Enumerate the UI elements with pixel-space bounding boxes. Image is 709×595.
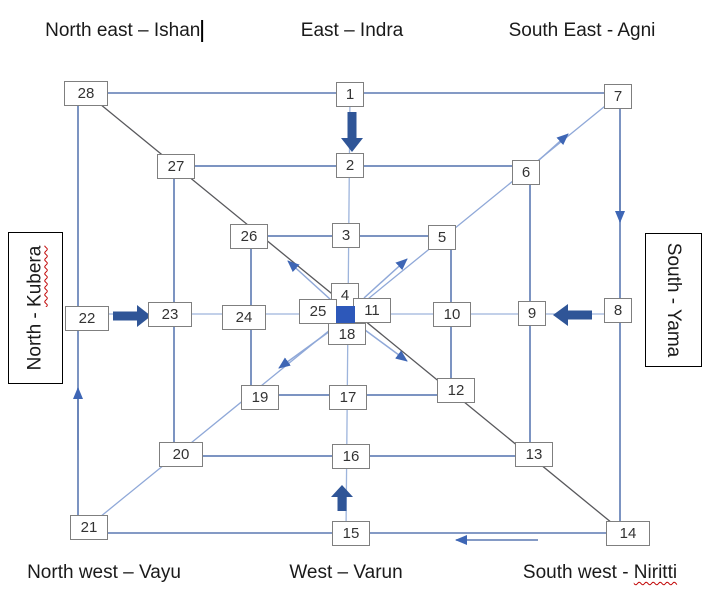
- label-north-east-text: North east – Ishan: [45, 20, 201, 42]
- cell-box-20[interactable]: 20: [159, 442, 203, 467]
- label-south-west-prefix: South west -: [522, 562, 634, 583]
- south-yama-box[interactable]: South - Yama: [645, 233, 702, 367]
- cell-box-25[interactable]: 25: [299, 299, 337, 324]
- cell-box-1[interactable]: 1: [336, 82, 364, 107]
- label-south-east[interactable]: South East - Agni: [509, 20, 656, 42]
- ne-diagonal-arrow-icon: [537, 133, 569, 162]
- cell-box-23[interactable]: 23: [148, 302, 192, 327]
- label-west-text: West – Varun: [289, 562, 403, 583]
- cell-box-12[interactable]: 12: [437, 378, 475, 403]
- radial-arrow-se-icon: [364, 329, 408, 362]
- cell-box-7[interactable]: 7: [604, 84, 632, 109]
- label-north-word: Kubera: [24, 245, 46, 307]
- cell-box-14[interactable]: 14: [606, 521, 650, 546]
- center-square[interactable]: [336, 306, 355, 323]
- label-north-west-text: North west – Vayu: [27, 562, 181, 583]
- cell-box-27[interactable]: 27: [157, 154, 195, 179]
- south-thick-left-arrow-icon[interactable]: [553, 304, 592, 326]
- cell-box-21[interactable]: 21: [70, 515, 108, 540]
- cell-box-26[interactable]: 26: [230, 224, 268, 249]
- label-west[interactable]: West – Varun: [289, 562, 402, 584]
- cell-box-16[interactable]: 16: [332, 444, 370, 469]
- cell-box-8[interactable]: 8: [604, 298, 632, 323]
- label-south-west[interactable]: South west - Niritti: [523, 562, 677, 584]
- cell-box-9[interactable]: 9: [518, 301, 546, 326]
- label-north: North - Kubera: [25, 246, 47, 371]
- label-north-prefix: North -: [24, 306, 46, 371]
- radial-arrow-sw-icon: [278, 330, 331, 369]
- thin-line-arrows: [73, 133, 625, 545]
- cell-box-11[interactable]: 11: [353, 298, 391, 323]
- cell-box-2[interactable]: 2: [336, 153, 364, 178]
- label-south-west-word: Niritti: [633, 562, 678, 583]
- label-north-east[interactable]: North east – Ishan: [45, 19, 203, 42]
- cell-box-10[interactable]: 10: [433, 302, 471, 327]
- east-thick-down-arrow-icon[interactable]: [341, 112, 363, 152]
- cell-box-15[interactable]: 15: [332, 521, 370, 546]
- cell-box-24[interactable]: 24: [222, 305, 266, 330]
- cell-box-22[interactable]: 22: [65, 306, 109, 331]
- cell-box-28[interactable]: 28: [64, 81, 108, 106]
- text-cursor: [201, 19, 203, 42]
- label-south-east-text: South East - Agni: [508, 20, 656, 41]
- cell-box-5[interactable]: 5: [428, 225, 456, 250]
- radial-arrow-nw-icon: [287, 260, 332, 301]
- cell-box-3[interactable]: 3: [332, 223, 360, 248]
- west-thick-up-arrow-icon[interactable]: [331, 485, 353, 511]
- cell-box-17[interactable]: 17: [329, 385, 367, 410]
- label-east-text: East – Indra: [300, 20, 404, 41]
- cell-box-18[interactable]: 18: [328, 323, 366, 345]
- label-south: South - Yama: [663, 243, 685, 357]
- cell-box-19[interactable]: 19: [241, 385, 279, 410]
- cell-box-6[interactable]: 6: [512, 160, 540, 185]
- radial-arrow-ne-icon: [363, 258, 408, 299]
- label-east[interactable]: East – Indra: [301, 20, 403, 42]
- cell-box-13[interactable]: 13: [515, 442, 553, 467]
- label-south-text: South - Yama: [663, 242, 685, 358]
- north-kubera-box[interactable]: North - Kubera: [8, 232, 63, 384]
- north-thick-right-arrow-icon[interactable]: [113, 305, 151, 327]
- label-north-west[interactable]: North west – Vayu: [27, 562, 181, 584]
